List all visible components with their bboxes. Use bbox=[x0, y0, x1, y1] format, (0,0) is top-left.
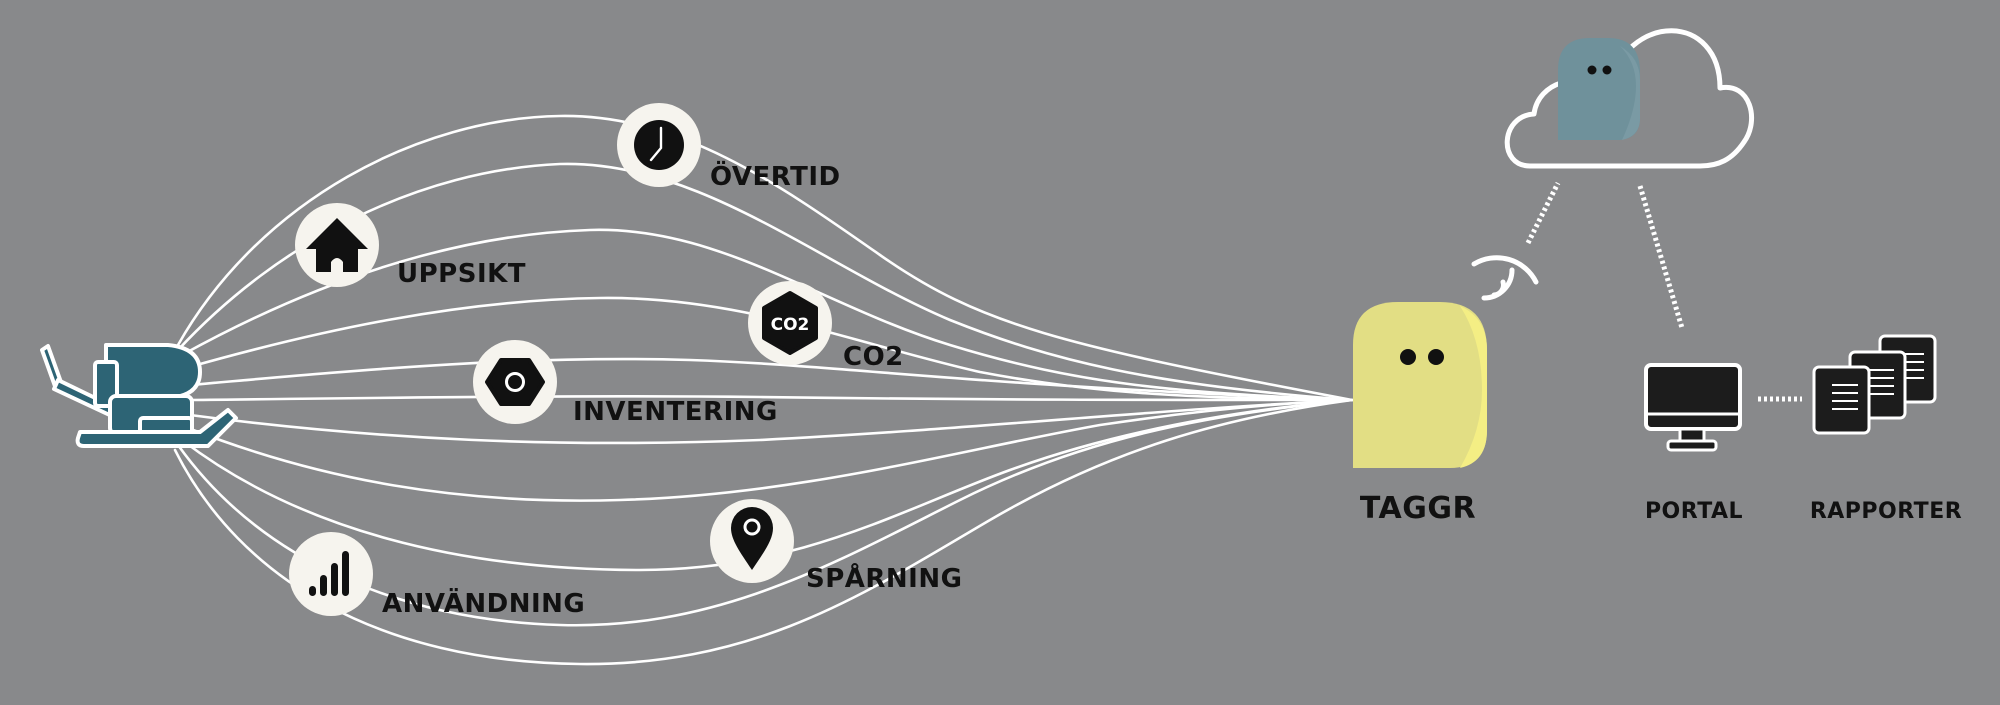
machine-icon bbox=[40, 343, 238, 448]
clock-icon bbox=[634, 120, 684, 170]
rapporter-label: RAPPORTER bbox=[1810, 499, 1962, 524]
taggr-label: TAGGR bbox=[1360, 491, 1476, 526]
flow-curve bbox=[180, 228, 1354, 402]
cloud-tag-icon bbox=[1558, 38, 1640, 140]
co2-icon: CO2 bbox=[762, 291, 818, 355]
flow-curve bbox=[188, 395, 1354, 402]
overtid-label: ÖVERTID bbox=[710, 159, 841, 192]
flow-curve bbox=[188, 398, 1354, 445]
reports-documents-icon: RAPPORTER bbox=[1810, 334, 1962, 524]
flow-curve bbox=[180, 398, 1354, 572]
uppsikt-label: UPPSIKT bbox=[397, 259, 526, 289]
co2-label: CO2 bbox=[843, 342, 904, 372]
node-overtid: ÖVERTID bbox=[617, 103, 841, 192]
hex-nut-icon bbox=[485, 358, 545, 406]
taggr-eye-left bbox=[1400, 349, 1416, 365]
flow-curve bbox=[186, 398, 1354, 502]
location-pin-icon bbox=[731, 507, 773, 570]
signal-bars-icon bbox=[309, 551, 349, 596]
flow-curve bbox=[176, 114, 1354, 402]
node-co2: CO2 CO2 bbox=[748, 281, 904, 372]
portal-label: PORTAL bbox=[1645, 499, 1743, 524]
node-uppsikt: UPPSIKT bbox=[295, 203, 526, 289]
wifi-icon bbox=[1471, 255, 1539, 301]
taggr-device: TAGGR bbox=[1353, 302, 1487, 526]
anvandning-label: ANVÄNDNING bbox=[382, 587, 585, 619]
house-icon bbox=[306, 218, 368, 272]
flow-curve bbox=[188, 357, 1354, 402]
portal-monitor-icon: PORTAL bbox=[1644, 363, 1743, 524]
node-sparning: SPÅRNING bbox=[710, 499, 962, 594]
node-inventering: INVENTERING bbox=[473, 340, 778, 427]
document-icon bbox=[1812, 365, 1871, 435]
inventering-label: INVENTERING bbox=[573, 397, 778, 427]
cloud-portal-connector bbox=[1637, 185, 1685, 329]
sparning-label: SPÅRNING bbox=[806, 562, 962, 594]
taggr-cloud-connector bbox=[1525, 181, 1561, 245]
node-anvandning: ANVÄNDNING bbox=[289, 532, 585, 619]
co2-icon-text: CO2 bbox=[771, 315, 810, 335]
cloud-icon bbox=[1504, 28, 1755, 169]
taggr-eye-right bbox=[1428, 349, 1444, 365]
